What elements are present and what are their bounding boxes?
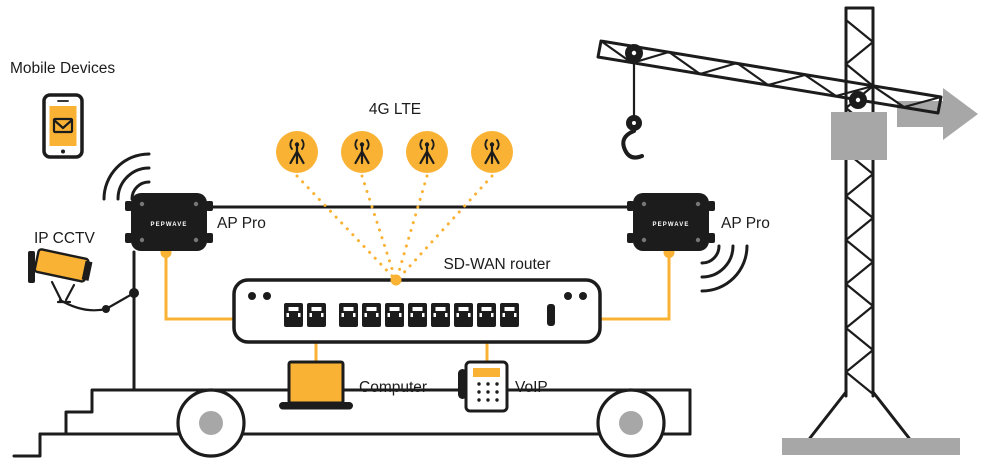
lte-antenna-icon <box>341 131 383 173</box>
crane-hook-icon <box>621 60 644 160</box>
junction-dot <box>129 288 139 298</box>
ap-right-to-router-cable <box>598 250 671 321</box>
ap-pro-left-label: AP Pro <box>217 215 266 232</box>
ap-mount-tab <box>125 233 132 243</box>
mail-icon <box>52 117 74 134</box>
ethernet-port-icon <box>500 303 519 327</box>
ap-screw <box>139 201 145 207</box>
cctv-mount-legs <box>50 280 76 304</box>
laptop-icon <box>279 360 353 410</box>
lte-antenna-icon <box>406 131 448 173</box>
crane-icon <box>596 6 960 455</box>
laptop-base <box>279 402 353 410</box>
cctv-body <box>33 248 90 283</box>
ethernet-ports <box>284 303 519 327</box>
ap-screw <box>641 237 647 243</box>
ap-screw <box>139 237 145 243</box>
crane-pulley-left <box>625 44 643 62</box>
ap-screw <box>193 201 199 207</box>
router-screw <box>579 292 587 300</box>
ethernet-port-icon <box>307 303 326 327</box>
ap-mount-tab <box>125 201 132 211</box>
laptop-screen <box>287 360 345 405</box>
crane-base-slab <box>782 438 960 455</box>
ethernet-port-icon <box>454 303 473 327</box>
mobile-devices-label: Mobile Devices <box>10 60 115 77</box>
crane-legs <box>808 390 911 440</box>
router-screw <box>263 292 271 300</box>
wifi-waves-left-icon <box>102 152 151 201</box>
ap-mount-tab <box>206 201 213 211</box>
lte-antennas <box>276 131 513 173</box>
ethernet-port-icon <box>362 303 381 327</box>
ethernet-port-icon <box>431 303 450 327</box>
voip-keypad <box>477 382 499 402</box>
wheel-icon <box>596 388 666 458</box>
ap-screw <box>695 237 701 243</box>
wheel-icon <box>176 388 246 458</box>
ethernet-port-icon <box>408 303 427 327</box>
wifi-waves-right-icon <box>700 244 749 293</box>
cctv-bracket <box>28 251 35 283</box>
ap-mount-tab <box>708 201 715 211</box>
smartphone-home-button <box>61 149 65 154</box>
diagram-labels: Mobile Devices IP CCTV 4G LTE SD-WAN rou… <box>10 60 770 396</box>
ap-left-to-router-cable <box>164 250 236 321</box>
voip-label: VoIP <box>515 379 548 396</box>
lte-dotted-links <box>295 174 494 280</box>
crane-counterweight <box>831 112 887 160</box>
voip-phone-icon <box>458 360 509 413</box>
ip-cctv-label: IP CCTV <box>34 230 96 247</box>
trailer-outline <box>12 250 692 458</box>
smartphone-icon <box>42 93 84 159</box>
sdwan-router-icon <box>232 278 602 344</box>
ap-body <box>633 193 709 251</box>
junction-dot <box>102 305 110 313</box>
ap-mount-tab <box>627 233 634 243</box>
ap-brand-label: PEPWAVE <box>653 222 690 228</box>
access-point-left-icon: PEPWAVE <box>125 193 213 251</box>
ethernet-port-icon <box>339 303 358 327</box>
ap-screw <box>695 201 701 207</box>
ap-pro-right-label: AP Pro <box>721 215 770 232</box>
ap-screw <box>193 237 199 243</box>
ap-body <box>131 193 207 251</box>
ap-mount-tab <box>708 233 715 243</box>
sim-slot <box>547 304 555 326</box>
voip-handset <box>458 369 467 399</box>
ap-screw <box>641 201 647 207</box>
voip-screen <box>473 368 500 377</box>
yellow-connections <box>164 250 671 366</box>
cctv-lens <box>81 260 93 281</box>
lte-label: 4G LTE <box>369 101 421 118</box>
router-screw <box>248 292 256 300</box>
ap-mount-tab <box>627 201 634 211</box>
router-screw <box>564 292 572 300</box>
computer-label: Computer <box>359 379 427 396</box>
lte-antenna-icon <box>471 131 513 173</box>
crane-pulley-right <box>849 91 867 109</box>
ethernet-port-icon <box>385 303 404 327</box>
lte-antenna-icon <box>276 131 318 173</box>
cctv-camera-icon <box>28 248 93 304</box>
router-label: SD-WAN router <box>443 256 550 273</box>
ethernet-port-icon <box>477 303 496 327</box>
ap-brand-label: PEPWAVE <box>151 222 188 228</box>
ethernet-port-icon <box>284 303 303 327</box>
crane-jib <box>596 39 943 115</box>
ap-mount-tab <box>206 233 213 243</box>
access-point-right-icon: PEPWAVE <box>627 193 715 251</box>
crane-mast <box>844 6 875 398</box>
stairs-icon <box>12 388 136 458</box>
cctv-cable <box>58 288 139 313</box>
